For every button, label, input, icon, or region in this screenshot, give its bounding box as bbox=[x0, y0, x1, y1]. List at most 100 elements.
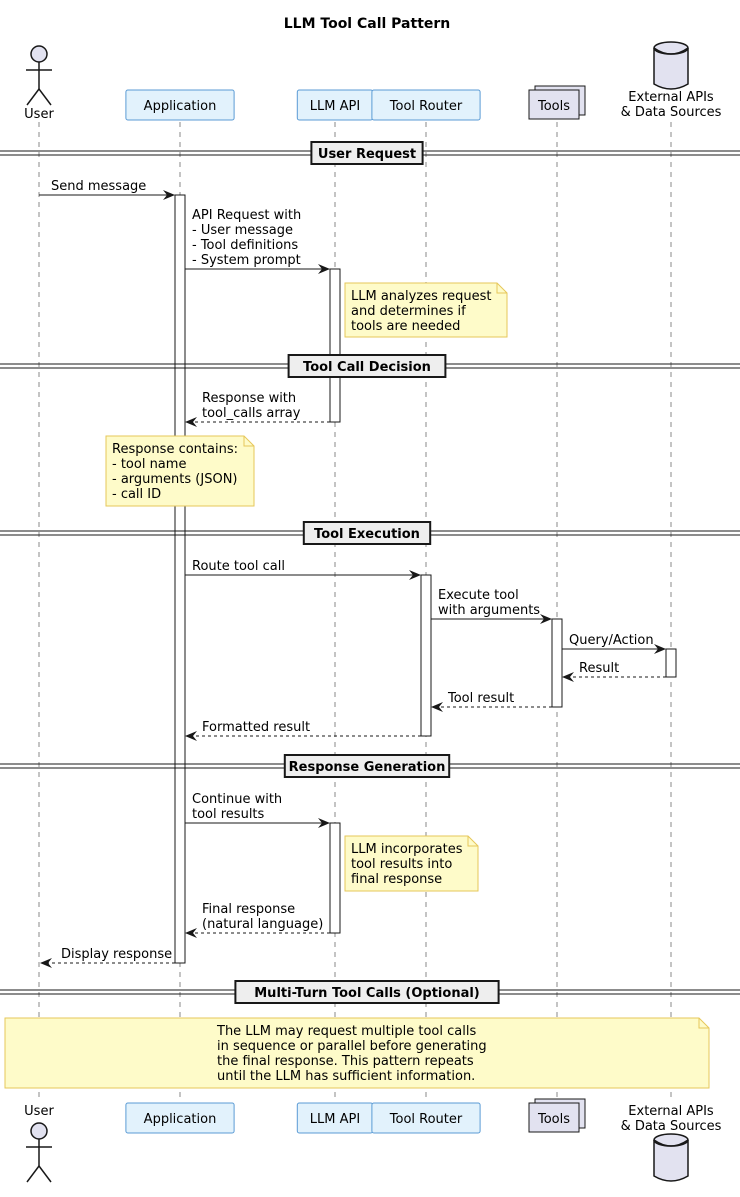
database-top-icon bbox=[653, 41, 689, 55]
participant-label: User bbox=[24, 1104, 54, 1119]
note-fold bbox=[467, 836, 478, 847]
note-text: LLM incorporates bbox=[351, 842, 463, 857]
participant-label: Tool Router bbox=[389, 99, 463, 114]
note-text: LLM analyzes request bbox=[351, 289, 491, 304]
message-label: Execute tool bbox=[438, 588, 519, 603]
participant-label: User bbox=[24, 107, 54, 122]
actor-leg-icon bbox=[38, 1165, 52, 1183]
activation-router bbox=[420, 574, 432, 737]
note-text: tool results into bbox=[351, 857, 452, 872]
actor-leg-icon bbox=[38, 88, 52, 106]
participant-label: LLM API bbox=[310, 99, 360, 114]
participant-box bbox=[371, 1102, 481, 1134]
database-rim-icon bbox=[653, 47, 689, 55]
database-icon bbox=[653, 48, 689, 90]
message-label: - Tool definitions bbox=[192, 238, 298, 253]
participant-router-bottom: Tool Router bbox=[371, 1102, 481, 1134]
message-label: tool results bbox=[192, 807, 265, 822]
participant-label: LLM API bbox=[310, 1112, 360, 1127]
message-label: Continue with bbox=[192, 792, 282, 807]
message-label: API Request with bbox=[192, 208, 301, 223]
database-rim-icon bbox=[653, 1139, 689, 1147]
participant-box bbox=[125, 1102, 235, 1134]
activation-bars bbox=[174, 194, 677, 964]
database-top-icon bbox=[653, 1133, 689, 1147]
note-text: - call ID bbox=[112, 487, 161, 502]
note-text: and determines if bbox=[351, 304, 466, 319]
message-label: Result bbox=[579, 661, 619, 676]
participant-llm-top: LLM API bbox=[296, 89, 374, 121]
separator-box bbox=[302, 521, 432, 545]
actor-leg-icon bbox=[26, 88, 40, 106]
note-box bbox=[105, 435, 255, 507]
participant-router-top: Tool Router bbox=[371, 89, 481, 121]
note-text: Response contains: bbox=[112, 442, 238, 457]
participant-label: & Data Sources bbox=[621, 1119, 722, 1134]
note-fold bbox=[243, 436, 254, 447]
activation-tools bbox=[551, 618, 563, 708]
participant-label: Application bbox=[144, 99, 217, 114]
participant-label: Tools bbox=[537, 1112, 570, 1127]
note-box bbox=[344, 835, 479, 892]
note-text: - tool name bbox=[112, 457, 186, 472]
note-text: in sequence or parallel before generatin… bbox=[217, 1039, 487, 1054]
separator-box bbox=[283, 754, 451, 778]
participant-label: External APIs bbox=[628, 90, 714, 105]
separator-box bbox=[234, 980, 500, 1004]
separator-box bbox=[287, 354, 447, 378]
message-label: - System prompt bbox=[192, 253, 301, 268]
diagram-title: LLM Tool Call Pattern bbox=[284, 16, 451, 32]
participant-label: Tool Router bbox=[389, 1112, 463, 1127]
message-label: Send message bbox=[51, 179, 146, 194]
separator-label: Tool Execution bbox=[314, 527, 420, 542]
database-icon bbox=[653, 1140, 689, 1182]
message-label: Display response bbox=[61, 947, 172, 962]
message-label: tool_calls array bbox=[202, 406, 301, 421]
note-text: The LLM may request multiple tool calls bbox=[216, 1024, 476, 1039]
message-label: Query/Action bbox=[569, 633, 654, 648]
note-text: final response bbox=[351, 872, 442, 887]
participant-ext-top: External APIs& Data Sources bbox=[621, 41, 722, 120]
note-text: until the LLM has sufficient information… bbox=[217, 1069, 475, 1084]
activation-app bbox=[174, 194, 186, 964]
message-label: Formatted result bbox=[202, 720, 310, 735]
note-text: the final response. This pattern repeats bbox=[217, 1054, 474, 1069]
activation-llm bbox=[329, 822, 341, 934]
message-label: Final response bbox=[202, 902, 295, 917]
participant-box bbox=[125, 89, 235, 121]
actor-leg-icon bbox=[26, 1165, 40, 1183]
message-label: Route tool call bbox=[192, 559, 285, 574]
separator-label: Multi-Turn Tool Calls (Optional) bbox=[254, 986, 480, 1001]
note-text: - arguments (JSON) bbox=[112, 472, 238, 487]
participant-label: Tools bbox=[537, 99, 570, 114]
note-box bbox=[344, 282, 508, 338]
participant-ext-bottom: External APIs& Data Sources bbox=[621, 1104, 722, 1182]
message-label: Response with bbox=[202, 391, 296, 406]
separator-label: Response Generation bbox=[289, 760, 446, 775]
collections-front-icon bbox=[528, 1102, 580, 1133]
participant-tools-top: Tools bbox=[528, 85, 586, 120]
separator-label: User Request bbox=[318, 147, 416, 162]
participant-box bbox=[371, 89, 481, 121]
message-label: (natural language) bbox=[202, 917, 323, 932]
note-fold bbox=[496, 283, 507, 294]
actor-head-icon bbox=[30, 1122, 48, 1140]
participant-tools-bottom: Tools bbox=[528, 1098, 586, 1133]
message-label: Tool result bbox=[447, 691, 514, 706]
actor-head-icon bbox=[30, 45, 48, 63]
participant-label: External APIs bbox=[628, 1104, 714, 1119]
separator-box bbox=[310, 141, 424, 165]
note-text: tools are needed bbox=[351, 319, 460, 334]
collections-front-icon bbox=[528, 89, 580, 120]
message-label: - User message bbox=[192, 223, 293, 238]
participant-user-bottom: User bbox=[24, 1104, 54, 1183]
participant-label: & Data Sources bbox=[621, 105, 722, 120]
message-label: with arguments bbox=[438, 603, 540, 618]
participant-user-top: User bbox=[24, 45, 54, 122]
participant-app-top: Application bbox=[125, 89, 235, 121]
